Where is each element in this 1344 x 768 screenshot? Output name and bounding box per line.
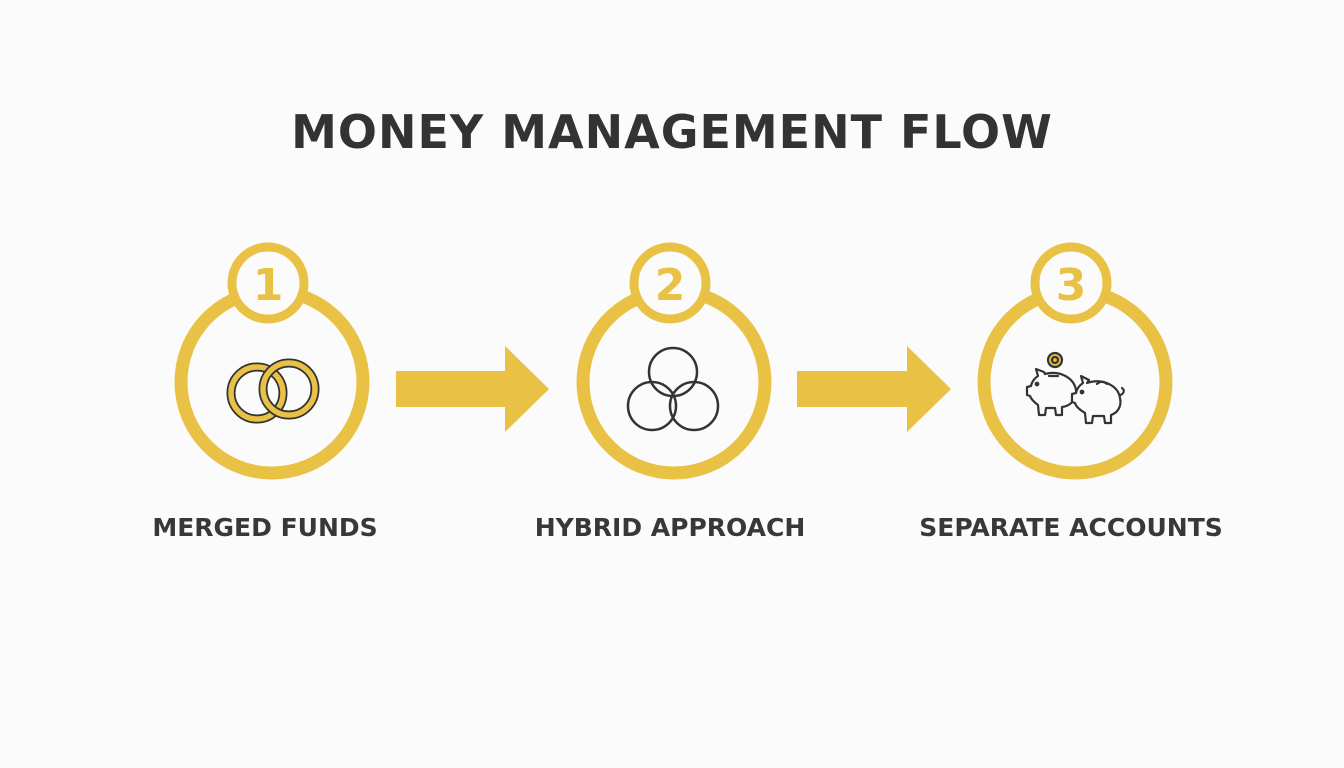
- overlapping-circles-icon: [626, 346, 720, 432]
- flow-arrow-1: [396, 346, 549, 432]
- step-1-badge: [227, 242, 309, 324]
- interlocked-rings-icon: [226, 358, 320, 424]
- flow-arrow-2: [797, 346, 951, 432]
- step-3-label: SEPARATE ACCOUNTS: [919, 513, 1223, 542]
- step-2: 2: [576, 242, 772, 480]
- step-2-label: HYBRID APPROACH: [534, 513, 806, 542]
- step-1-label: MERGED FUNDS: [152, 513, 378, 542]
- coin-icon: [1046, 351, 1064, 369]
- piggy-banks-icon: [1025, 351, 1125, 425]
- piggy-bank-right-icon: [1070, 374, 1125, 425]
- step-3-number: 3: [1056, 260, 1087, 311]
- step-3-badge: [1030, 242, 1112, 324]
- step-1-number: 1: [253, 260, 284, 311]
- page-title: MONEY MANAGEMENT FLOW: [291, 105, 1053, 159]
- step-1: 1: [174, 242, 370, 480]
- step-3: 3: [977, 242, 1173, 480]
- piggy-bank-left-icon: [1025, 367, 1078, 417]
- step-2-number: 2: [655, 260, 686, 311]
- step-2-badge: [629, 242, 711, 324]
